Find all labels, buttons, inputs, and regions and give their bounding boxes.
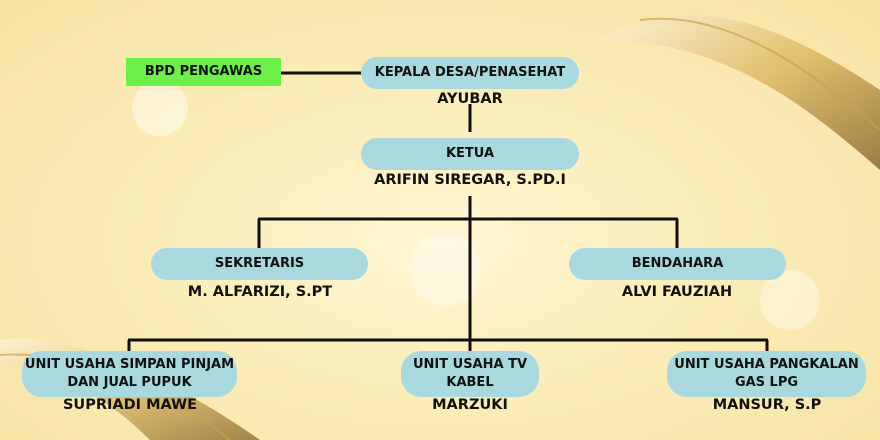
bpd-pengawas-box: BPD PENGAWAS xyxy=(126,58,281,86)
kepala-desa-box: KEPALA DESA/PENASEHAT xyxy=(361,57,579,89)
unit-gas-lpg-name: MANSUR, S.P xyxy=(712,397,822,413)
unit-simpan-pinjam-title-line1: UNIT USAHA SIMPAN PINJAM xyxy=(24,357,235,372)
bendahara-box: BENDAHARA xyxy=(569,248,786,280)
kepala-desa-name: AYUBAR xyxy=(437,91,503,107)
unit-gas-lpg-title-line1: UNIT USAHA PANGKALAN xyxy=(674,357,859,372)
ketua-name: ARIFIN SIREGAR, S.PD.I xyxy=(374,172,566,188)
kepala-desa-title: KEPALA DESA/PENASEHAT xyxy=(374,65,566,80)
sekretaris-name: M. ALFARIZI, S.PT xyxy=(187,284,333,300)
unit-gas-lpg-box: UNIT USAHA PANGKALAN GAS LPG xyxy=(667,351,866,397)
bendahara-title: BENDAHARA xyxy=(631,256,724,271)
sekretaris-title: SEKRETARIS xyxy=(214,256,305,271)
bpd-pengawas-title: BPD PENGAWAS xyxy=(144,64,263,79)
unit-simpan-pinjam-name: SUPRIADI MAWE xyxy=(62,397,197,413)
bendahara-name: ALVI FAUZIAH xyxy=(621,284,733,300)
ketua-title: KETUA xyxy=(445,146,495,161)
unit-gas-lpg-title-line2: GAS LPG xyxy=(734,375,799,390)
unit-tv-kabel-box: UNIT USAHA TV KABEL xyxy=(401,351,539,397)
sekretaris-box: SEKRETARIS xyxy=(151,248,368,280)
unit-tv-kabel-title-line2: KABEL xyxy=(446,375,494,390)
unit-simpan-pinjam-title-line2: DAN JUAL PUPUK xyxy=(67,375,192,390)
unit-tv-kabel-title-line1: UNIT USAHA TV xyxy=(412,357,528,372)
unit-tv-kabel-name: MARZUKI xyxy=(432,397,508,413)
ketua-box: KETUA xyxy=(361,138,579,170)
unit-simpan-pinjam-box: UNIT USAHA SIMPAN PINJAM DAN JUAL PUPUK xyxy=(22,351,237,397)
